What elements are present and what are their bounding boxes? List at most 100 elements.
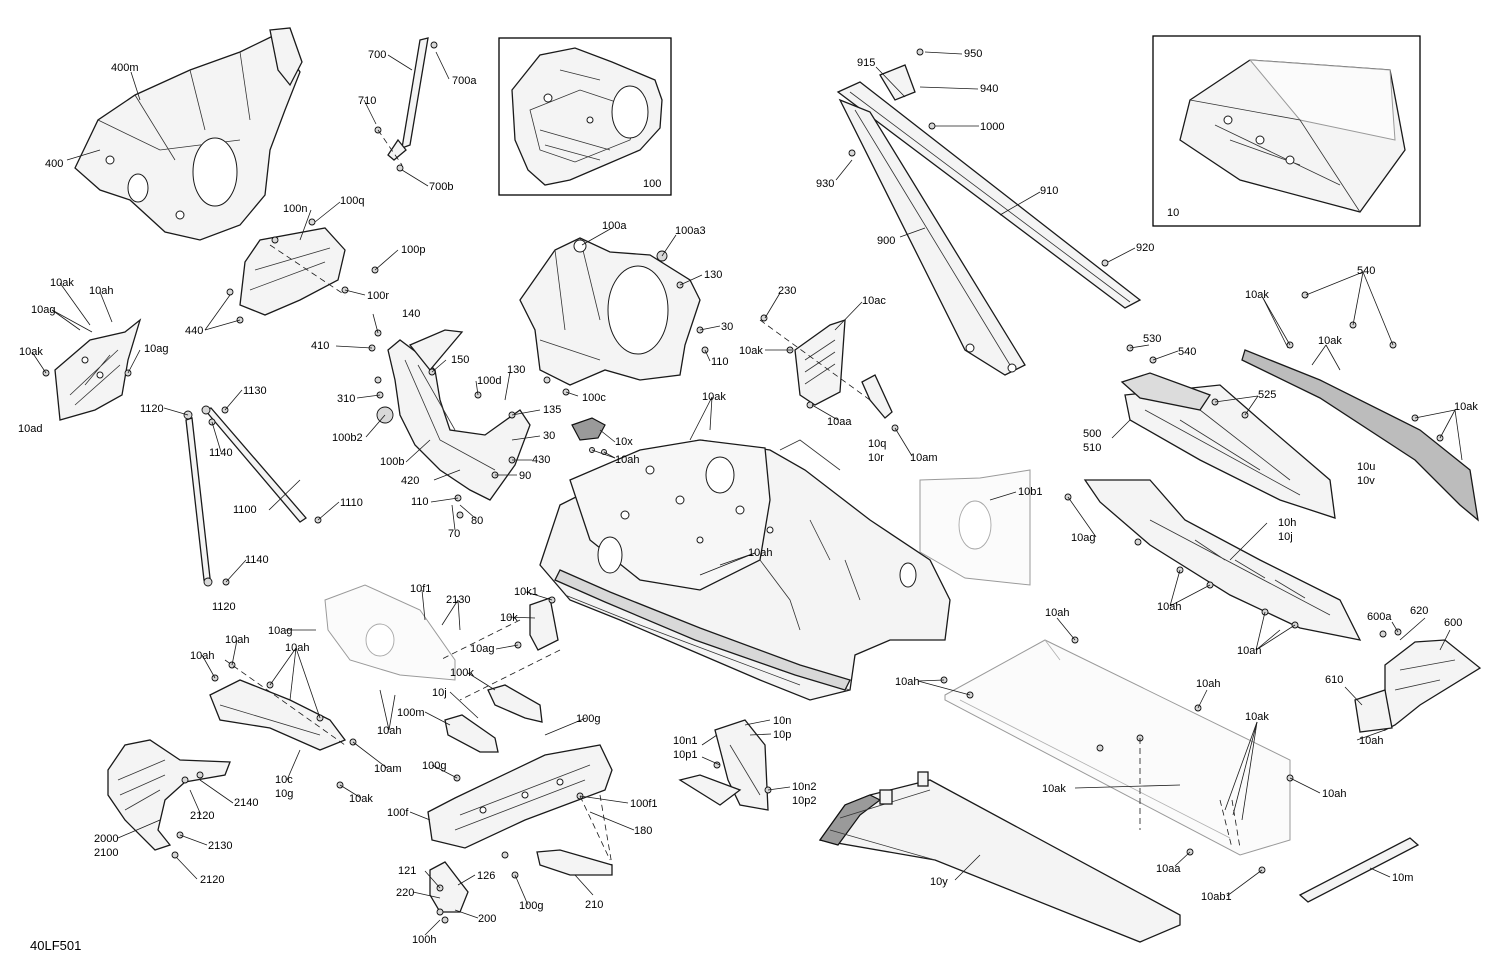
callout-100h: 100h [412,934,436,946]
callout-90: 90 [519,470,531,482]
main-tunnel [539,439,951,701]
strip-10m [1298,837,1420,903]
edge-rail-10u [1241,291,1479,522]
callout-1110: 1110 [340,497,363,509]
callout-10ah-b: 10ah [615,454,639,466]
callout-920: 920 [1136,242,1154,254]
callout-100d: 100d [477,375,501,387]
bracket-100f [427,744,613,879]
callout-100r: 100r [367,290,389,302]
callout-10ak-e: 10ak [50,277,74,289]
callout-2130-b: 2130 [208,840,232,852]
callout-220: 220 [396,887,414,899]
callout-700b: 700b [429,181,453,193]
callout-70: 70 [448,528,460,540]
callout-10k1: 10k1 [514,586,538,598]
callout-121: 121 [398,865,416,877]
rear-bumper-600 [1354,628,1482,733]
callout-10am-b: 10am [374,763,402,775]
callout-10x: 10x [615,436,633,448]
callout-10ak-j: 10ak [1042,783,1066,795]
callout-10p: 10p [773,729,791,741]
callout-10ag-b: 10ag [144,343,168,355]
bracket-200 [429,861,469,924]
callout-10ah-h: 10ah [377,725,401,737]
callout-10h: 10h [1278,517,1296,529]
callout-910: 910 [1040,185,1058,197]
callout-940: 940 [980,83,998,95]
callout-430: 430 [532,454,550,466]
callout-1000: 1000 [980,121,1004,133]
callout-400: 400 [45,158,63,170]
callout-10ak-c: 10ak [1318,335,1342,347]
callout-10ag-d: 10ag [268,625,292,637]
callout-110-a: 110 [711,356,729,368]
callout-10j-b: 10j [432,687,447,699]
callout-10ah-g: 10ah [285,642,309,654]
running-board-500 [1120,344,1336,519]
inset-tunnel-part [1179,59,1406,213]
callout-210: 210 [585,899,603,911]
callout-10q: 10q [868,438,886,450]
callout-600: 600 [1444,617,1462,629]
callout-10ah-k: 10ah [1196,678,1220,690]
callout-10j: 10j [1278,531,1293,543]
callout-10ah-a: 10ah [89,285,113,297]
callout-10ac: 10ac [862,295,886,307]
ghost-plate-10f1 [324,584,456,681]
callout-700: 700 [368,49,386,61]
callout-1100: 1100 [233,504,257,516]
callout-10m: 10m [1392,872,1413,884]
callout-10ah-i: 10ah [1045,607,1069,619]
bracket-100m [444,714,499,753]
callout-10b1: 10b1 [1018,486,1042,498]
callout-900: 900 [877,235,895,247]
bumper-2000 [107,739,231,859]
leader-lines [31,51,1463,936]
callout-126: 126 [477,870,495,882]
frame-100b [368,329,531,519]
callout-610: 610 [1325,674,1343,686]
callout-100g-c: 100g [519,900,543,912]
panel-10ac [760,314,899,432]
callout-230: 230 [778,285,796,297]
callout-10r: 10r [868,452,884,464]
callout-420: 420 [401,475,419,487]
bracket-100k [487,684,543,723]
callout-10ad: 10ad [18,423,42,435]
callout-80: 80 [471,515,483,527]
callout-710: 710 [358,95,376,107]
callout-1130: 1130 [243,385,267,397]
inset-box-100 [498,37,672,196]
callout-10ah-l: 10ah [1322,788,1346,800]
callout-10ah-m: 10ah [1359,735,1383,747]
inset-front-frame-part [511,47,663,186]
callout-10ak-g: 10ak [702,391,726,403]
assembly-dashed-lines [224,129,1241,866]
callout-10ak-a: 10ak [739,345,763,357]
callout-10ak-h: 10ak [349,793,373,805]
callout-2140: 2140 [234,797,258,809]
callout-135: 135 [543,404,561,416]
plate-10b1 [919,469,1031,586]
callout-10p1: 10p1 [673,749,697,761]
callout-10v: 10v [1357,475,1375,487]
callout-10f1: 10f1 [410,583,431,595]
bracket-100n [226,218,379,324]
callout-10ag-c: 10ag [1071,532,1095,544]
callout-30-b: 30 [543,430,555,442]
part-10x [571,417,607,455]
callout-700a: 700a [452,75,477,87]
callout-10ah-j: 10ah [895,676,919,688]
callout-100b: 100b [380,456,404,468]
rails-900-910 [836,48,1142,376]
callout-10n1: 10n1 [673,735,697,747]
callout-100c: 100c [582,392,606,404]
callout-10ah-d: 10ah [1157,601,1181,613]
callout-10an: 10an [1237,645,1261,657]
callout-100a: 100a [602,220,627,232]
callout-100g-a: 100g [576,713,600,725]
callout-1120-a: 1120 [140,403,164,415]
side-guard-10ad [42,318,142,421]
callout-130-b: 130 [507,364,525,376]
